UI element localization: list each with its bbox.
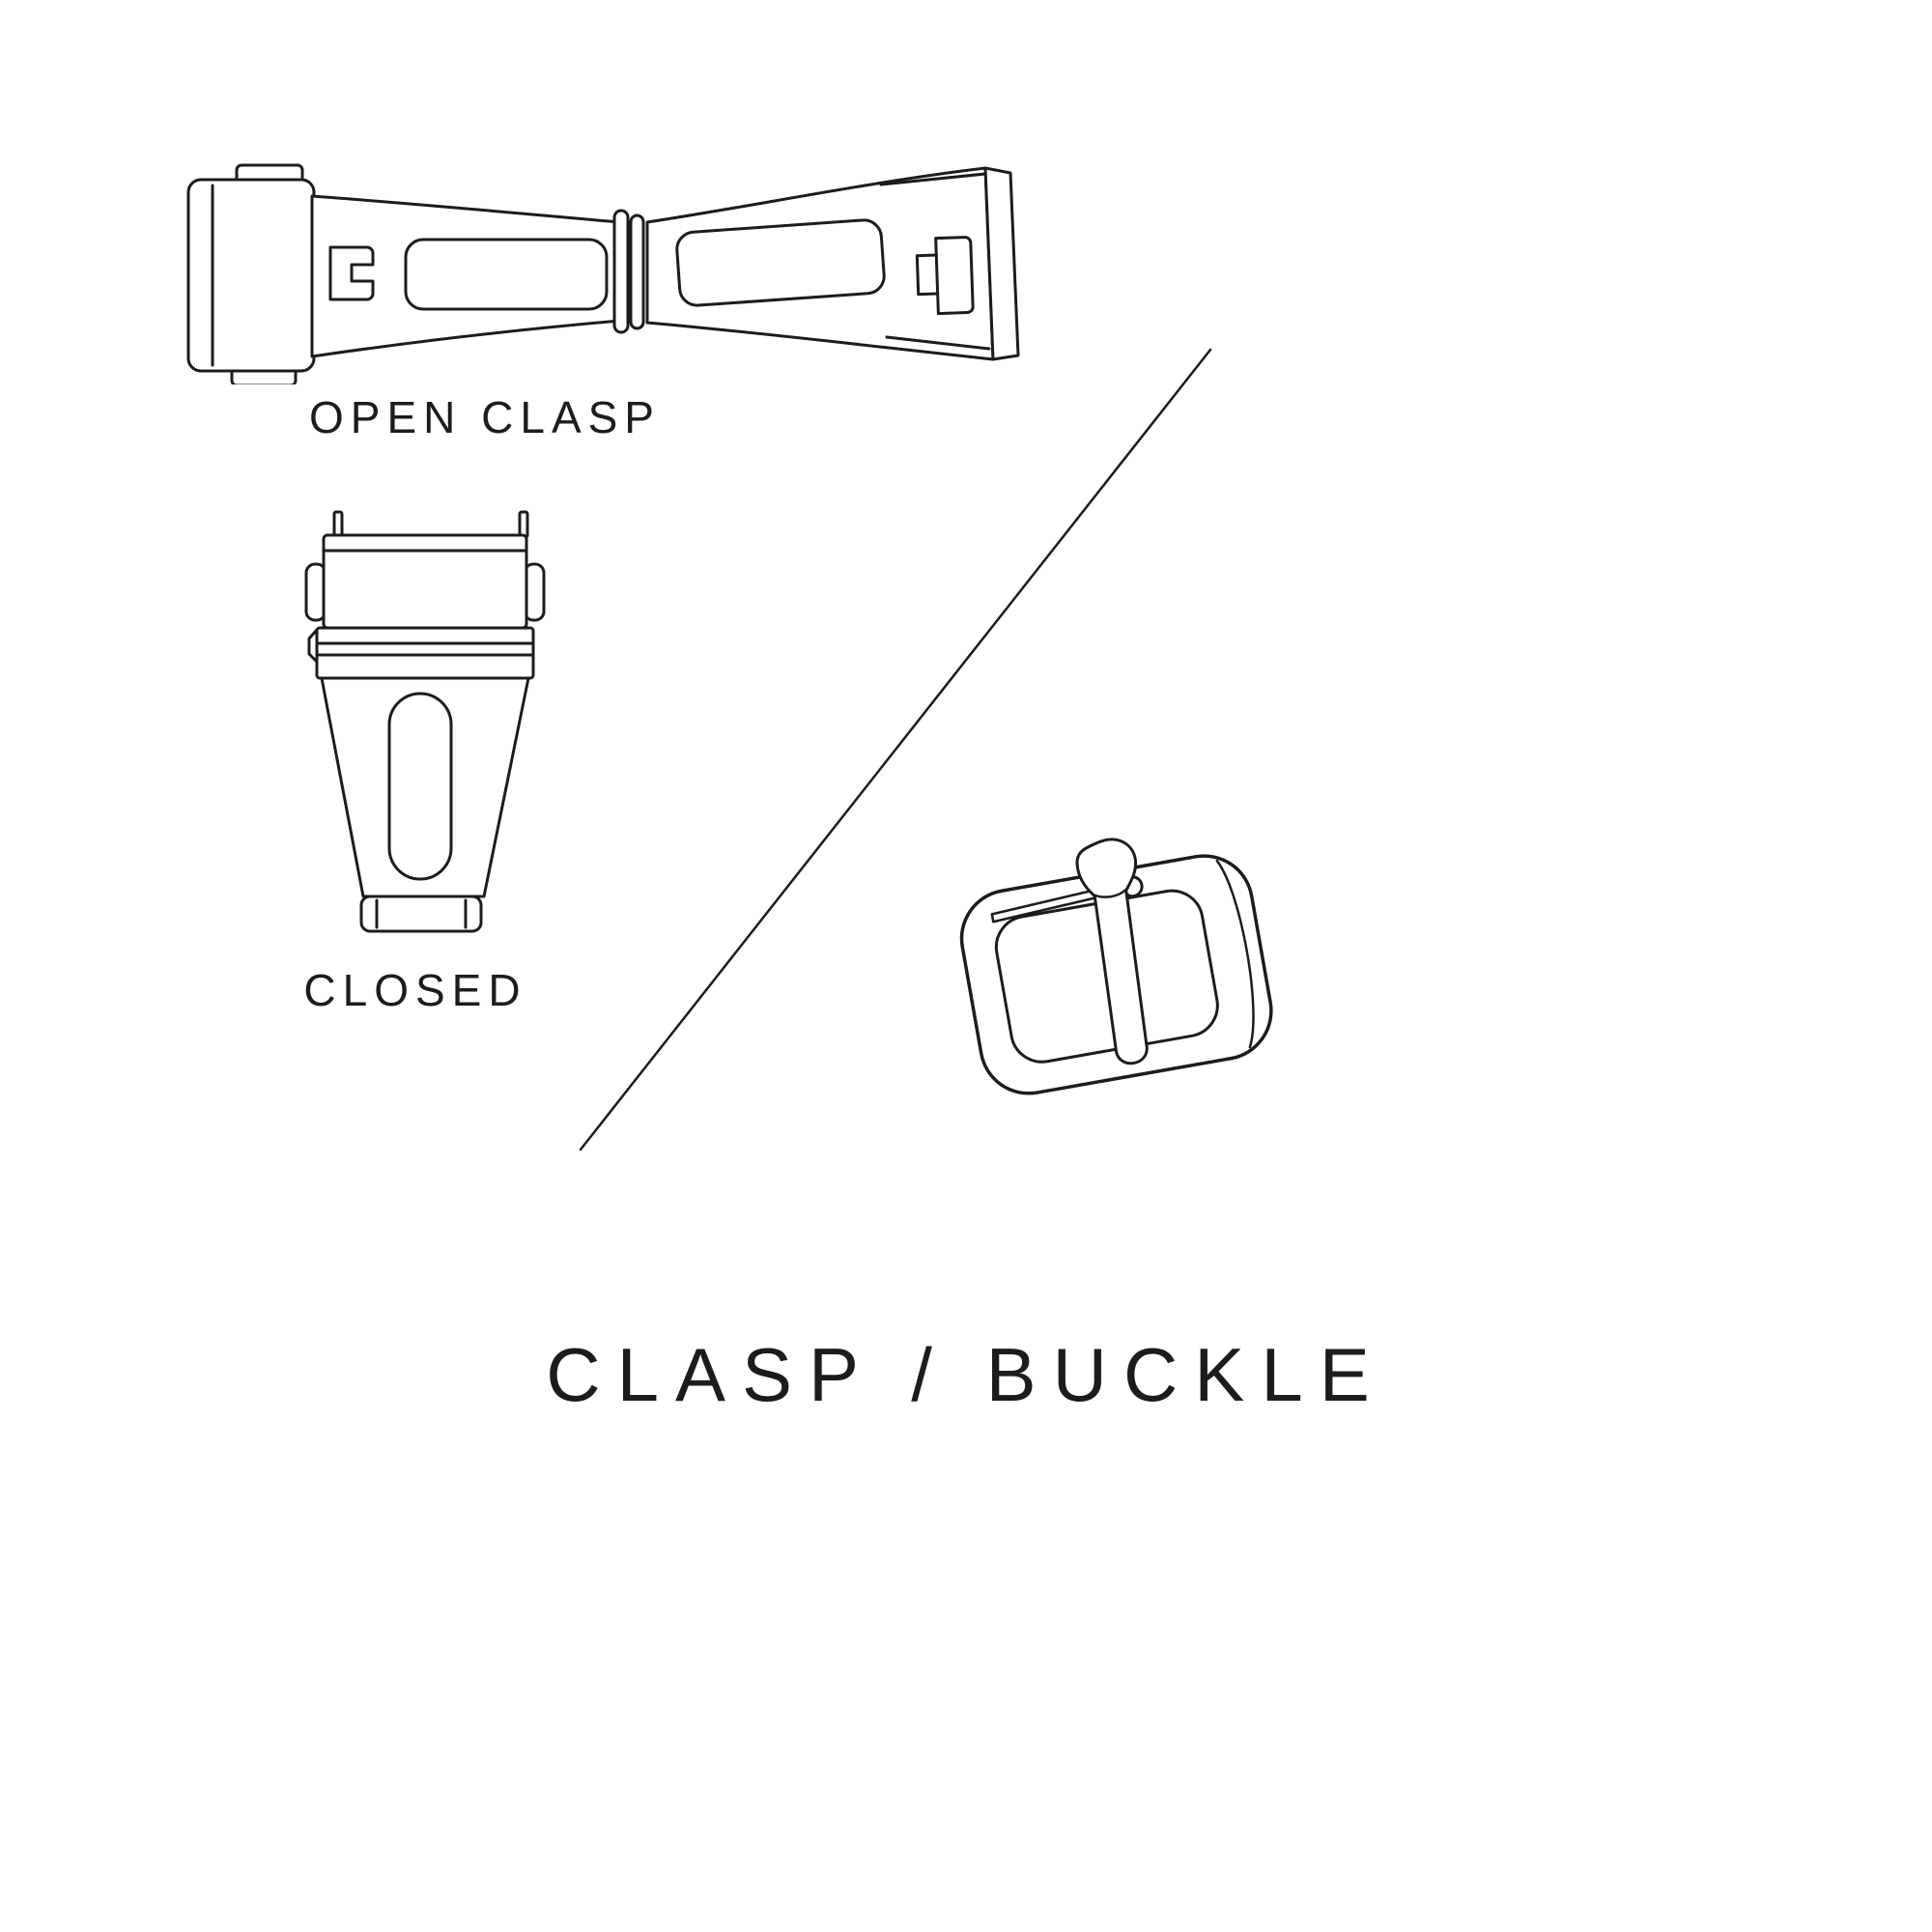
hinge xyxy=(612,209,630,334)
left-link xyxy=(186,178,316,373)
clasp-body xyxy=(320,676,530,898)
clasp-top-box xyxy=(322,533,528,630)
closed-clasp-icon xyxy=(304,510,546,933)
diagonal-divider-line xyxy=(579,348,1212,1151)
open-clasp-label: OPEN CLASP xyxy=(309,392,661,442)
prong-right xyxy=(518,510,529,539)
clasp-band xyxy=(315,626,535,680)
open-clasp-icon xyxy=(186,163,1020,384)
left-arm xyxy=(310,194,622,358)
right-end-cap xyxy=(983,166,1020,361)
prong-left xyxy=(332,510,344,539)
clasp-catch xyxy=(328,245,375,301)
closed-clasp-label: CLOSED xyxy=(303,965,527,1015)
keeper xyxy=(934,236,975,316)
clasp-bottom-bar xyxy=(359,895,483,933)
buckle-icon xyxy=(959,838,1273,1095)
diagram-title: CLASP / BUCKLE xyxy=(546,1332,1386,1417)
